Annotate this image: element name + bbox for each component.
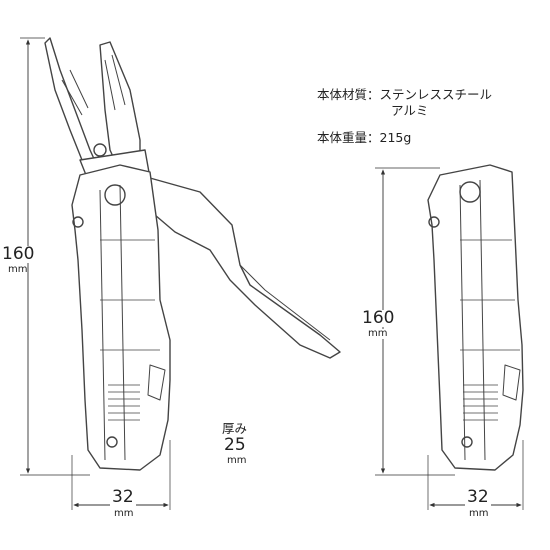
open-tool-body bbox=[71, 164, 171, 471]
open-length-value: 160 bbox=[2, 244, 35, 264]
plier-jaw-left bbox=[44, 37, 101, 176]
thickness-label: 厚み bbox=[222, 421, 248, 436]
closed-width-unit: mm bbox=[469, 508, 489, 519]
weight-label: 本体重量： bbox=[317, 130, 380, 145]
closed-tool-body bbox=[427, 164, 524, 471]
open-tool-drawing bbox=[44, 37, 341, 471]
open-length-unit: mm bbox=[8, 264, 28, 275]
closed-length-value: 160 bbox=[362, 308, 395, 328]
material-label: 本体材質： bbox=[317, 87, 380, 102]
closed-length-unit: mm bbox=[368, 328, 388, 339]
open-width-unit: mm bbox=[114, 508, 134, 519]
thickness-unit: mm bbox=[227, 455, 247, 466]
material-spec: 本体材質：ステンレススチール bbox=[317, 88, 492, 102]
weight-value: 215g bbox=[379, 130, 412, 145]
closed-width-value: 32 bbox=[465, 487, 491, 507]
material-value-1: ステンレススチール bbox=[379, 87, 493, 102]
closed-tool-drawing bbox=[427, 164, 524, 471]
open-width-value: 32 bbox=[110, 487, 136, 507]
thickness-value: 25 bbox=[224, 435, 246, 455]
open-handle-swing bbox=[149, 177, 341, 359]
material-value-2: アルミ bbox=[391, 103, 429, 118]
weight-spec: 本体重量：215g bbox=[317, 131, 411, 145]
